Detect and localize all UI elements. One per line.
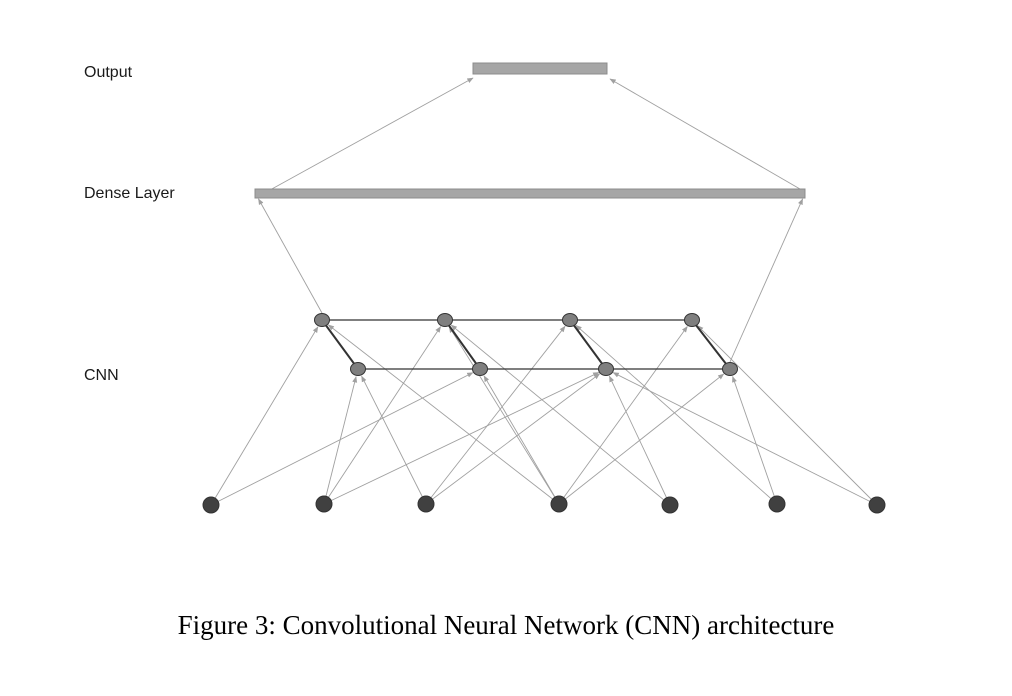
cnn-node-bottom (350, 362, 366, 376)
dense-to-output-edge (609, 78, 801, 190)
input-node (768, 495, 786, 513)
connection-edges (210, 77, 878, 506)
dense-to-output-edge (269, 77, 474, 191)
input-to-cnn-edge (327, 324, 560, 505)
input-to-cnn-edge (425, 325, 566, 505)
input-to-cnn-edge (450, 324, 671, 506)
cnn-to-dense-edge (258, 198, 323, 314)
input-to-cnn-edge (612, 372, 878, 506)
cnn-diagonal-edge (321, 319, 359, 370)
input-to-cnn-edge (575, 324, 778, 505)
cnn-node-top (314, 313, 330, 327)
cnn-node-bottom (472, 362, 488, 376)
input-to-cnn-edge (425, 373, 601, 505)
nodes (202, 313, 886, 514)
cnn-node-top (562, 313, 578, 327)
input-to-cnn-edge (448, 326, 560, 505)
input-to-cnn-edge (558, 373, 725, 505)
input-to-cnn-edge (361, 375, 427, 505)
input-node (661, 496, 679, 514)
output-layer-bar (472, 62, 608, 75)
cnn-node-top (437, 313, 453, 327)
cnn-node-bottom (722, 362, 738, 376)
input-to-cnn-edge (608, 375, 671, 506)
cnn-diagonal-edge (691, 319, 731, 370)
cnn-node-bottom (598, 362, 614, 376)
input-node (868, 496, 886, 514)
dense-layer-bar (254, 188, 806, 199)
input-node (417, 495, 435, 513)
input-to-cnn-edge (210, 372, 474, 506)
input-to-cnn-edge (210, 326, 319, 506)
input-node (550, 495, 568, 513)
input-to-cnn-edge (697, 325, 878, 506)
input-to-cnn-edge (732, 375, 778, 505)
input-to-cnn-edge (483, 375, 560, 505)
cnn-diagonal-edge (444, 319, 481, 370)
input-node (202, 496, 220, 514)
output-layer-label: Output (84, 64, 133, 81)
input-to-cnn-edge (323, 326, 441, 505)
dense-layer-label: Dense Layer (84, 185, 175, 202)
cnn-diagonal-edge (569, 319, 607, 370)
input-to-cnn-edge (558, 325, 688, 505)
input-node (315, 495, 333, 513)
cnn-layer-label: CNN (84, 367, 119, 384)
input-to-cnn-edge (323, 372, 600, 505)
cnn-to-dense-edge (729, 198, 804, 363)
figure-caption: Figure 3: Convolutional Neural Network (… (177, 610, 835, 640)
cnn-node-top (684, 313, 700, 327)
input-to-cnn-edge (323, 376, 358, 505)
